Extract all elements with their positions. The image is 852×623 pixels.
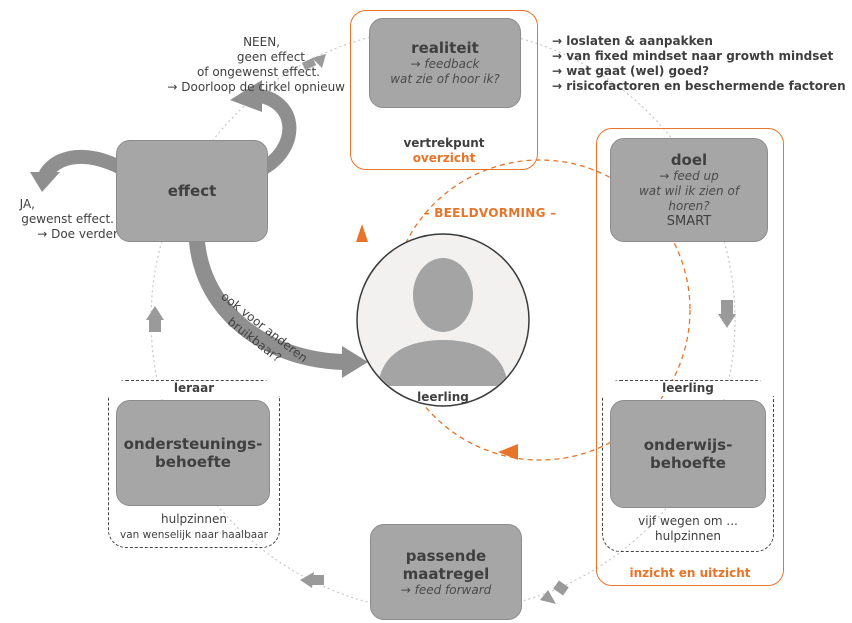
arrow-to-effect (146, 306, 164, 320)
realiteit-title: realiteit (411, 39, 479, 57)
realiteit-sub2: wat zie of hoor ik? (390, 72, 500, 86)
bullet-item: → van fixed mindset naar growth mindset (552, 49, 834, 63)
arrow-to-maatregel (540, 590, 556, 604)
ondersteuning-caption2: van wenselijk naar haalbaar (120, 529, 268, 541)
bullet-item: → loslaten & aanpakken (552, 34, 713, 48)
onderwijs-header: leerling (602, 381, 774, 396)
ondersteuning-box[interactable]: ondersteunings- behoefte (116, 400, 270, 506)
realiteit-frame (350, 10, 538, 170)
arrow-to-effect-body (149, 320, 161, 332)
doel-sub1: → feed up (659, 168, 719, 183)
doel-smart: SMART (666, 213, 712, 229)
ja-text: JA, gewenst effect. → Doe verder (0, 197, 120, 242)
bullet-item: → risicofactoren en beschermende factore… (552, 79, 846, 93)
ondersteuning-frame (108, 380, 280, 548)
effect-box[interactable]: effect (116, 140, 268, 242)
arrow-to-doel-body (721, 300, 733, 314)
beeldvorming-label: – BEELDVORMING – (423, 206, 557, 220)
onderwijs-frame (602, 380, 774, 552)
arrow-to-ondersteuning (300, 572, 314, 588)
neen-arrowhead (230, 80, 262, 112)
ondersteuning-title1: ondersteunings- (123, 435, 263, 453)
maatregel-box[interactable]: passende maatregel → feed forward (370, 524, 522, 620)
neen-line3: of ongewenst effect. (196, 65, 320, 79)
ja-line2: gewenst effect. (21, 212, 114, 226)
doel-box[interactable]: doel → feed up wat wil ik zien of horen?… (610, 138, 768, 242)
maatregel-title1: passende (405, 546, 487, 565)
effect-to-leerling-arrowhead (342, 346, 368, 378)
neen-line1: NEEN, (243, 35, 280, 49)
bullet-item: → wat gaat (wel) goed? (552, 64, 710, 78)
neen-line2: geen effect (236, 50, 305, 64)
ja-line1: JA, (19, 197, 35, 211)
orange-arrow-left (498, 444, 518, 460)
arrow-to-maatregel-body (553, 580, 569, 596)
leerling-center-label: leerling (417, 390, 469, 404)
effect-title: effect (167, 182, 217, 200)
arrow-to-realiteit (312, 54, 326, 68)
ondersteuning-caption1: hulpzinnen (161, 512, 227, 526)
doel-title: doel (670, 150, 708, 169)
ondersteuning-title2: behoefte (155, 453, 231, 471)
onderwijs-caption1: vijf wegen om ... (638, 514, 738, 528)
orange-arrow-up (356, 224, 368, 242)
neen-curved-arrow (253, 88, 297, 177)
realiteit-sub1: → feedback (410, 57, 480, 71)
doel-sub2: wat wil ik zien of (638, 183, 740, 198)
inzicht-label: inzicht en uitzicht (629, 566, 751, 580)
neen-line4: → Doorloop de cirkel opnieuw (167, 80, 345, 94)
onderwijs-title1: onderwijs- (643, 436, 733, 454)
onderwijs-box[interactable]: onderwijs- behoefte (610, 400, 766, 508)
ja-arrowhead (30, 172, 60, 192)
realiteit-bullets: → loslaten & aanpakken → van fixed minds… (552, 34, 846, 94)
maatregel-title2: maatregel (402, 564, 490, 583)
maatregel-sub: → feed forward (400, 582, 492, 597)
realiteit-caption1: vertrekpunt (403, 136, 485, 150)
doel-sub3: horen? (668, 198, 710, 213)
onderwijs-caption2: hulpzinnen (655, 529, 721, 543)
inzicht-frame (596, 128, 784, 586)
realiteit-box[interactable]: realiteit → feedback wat zie of hoor ik? (369, 18, 521, 108)
arrow-to-ondersteuning-body (312, 575, 324, 585)
onderwijs-title2: behoefte (650, 454, 726, 472)
arrow-to-realiteit-body (301, 57, 317, 71)
neen-text: NEEN, geen effect of ongewenst effect. →… (140, 35, 350, 95)
realiteit-caption2: overzicht (412, 151, 476, 165)
ja-line3: → Doe verder (37, 227, 118, 241)
ondersteuning-header: leraar (108, 381, 280, 396)
arrow-to-doel (718, 314, 736, 328)
